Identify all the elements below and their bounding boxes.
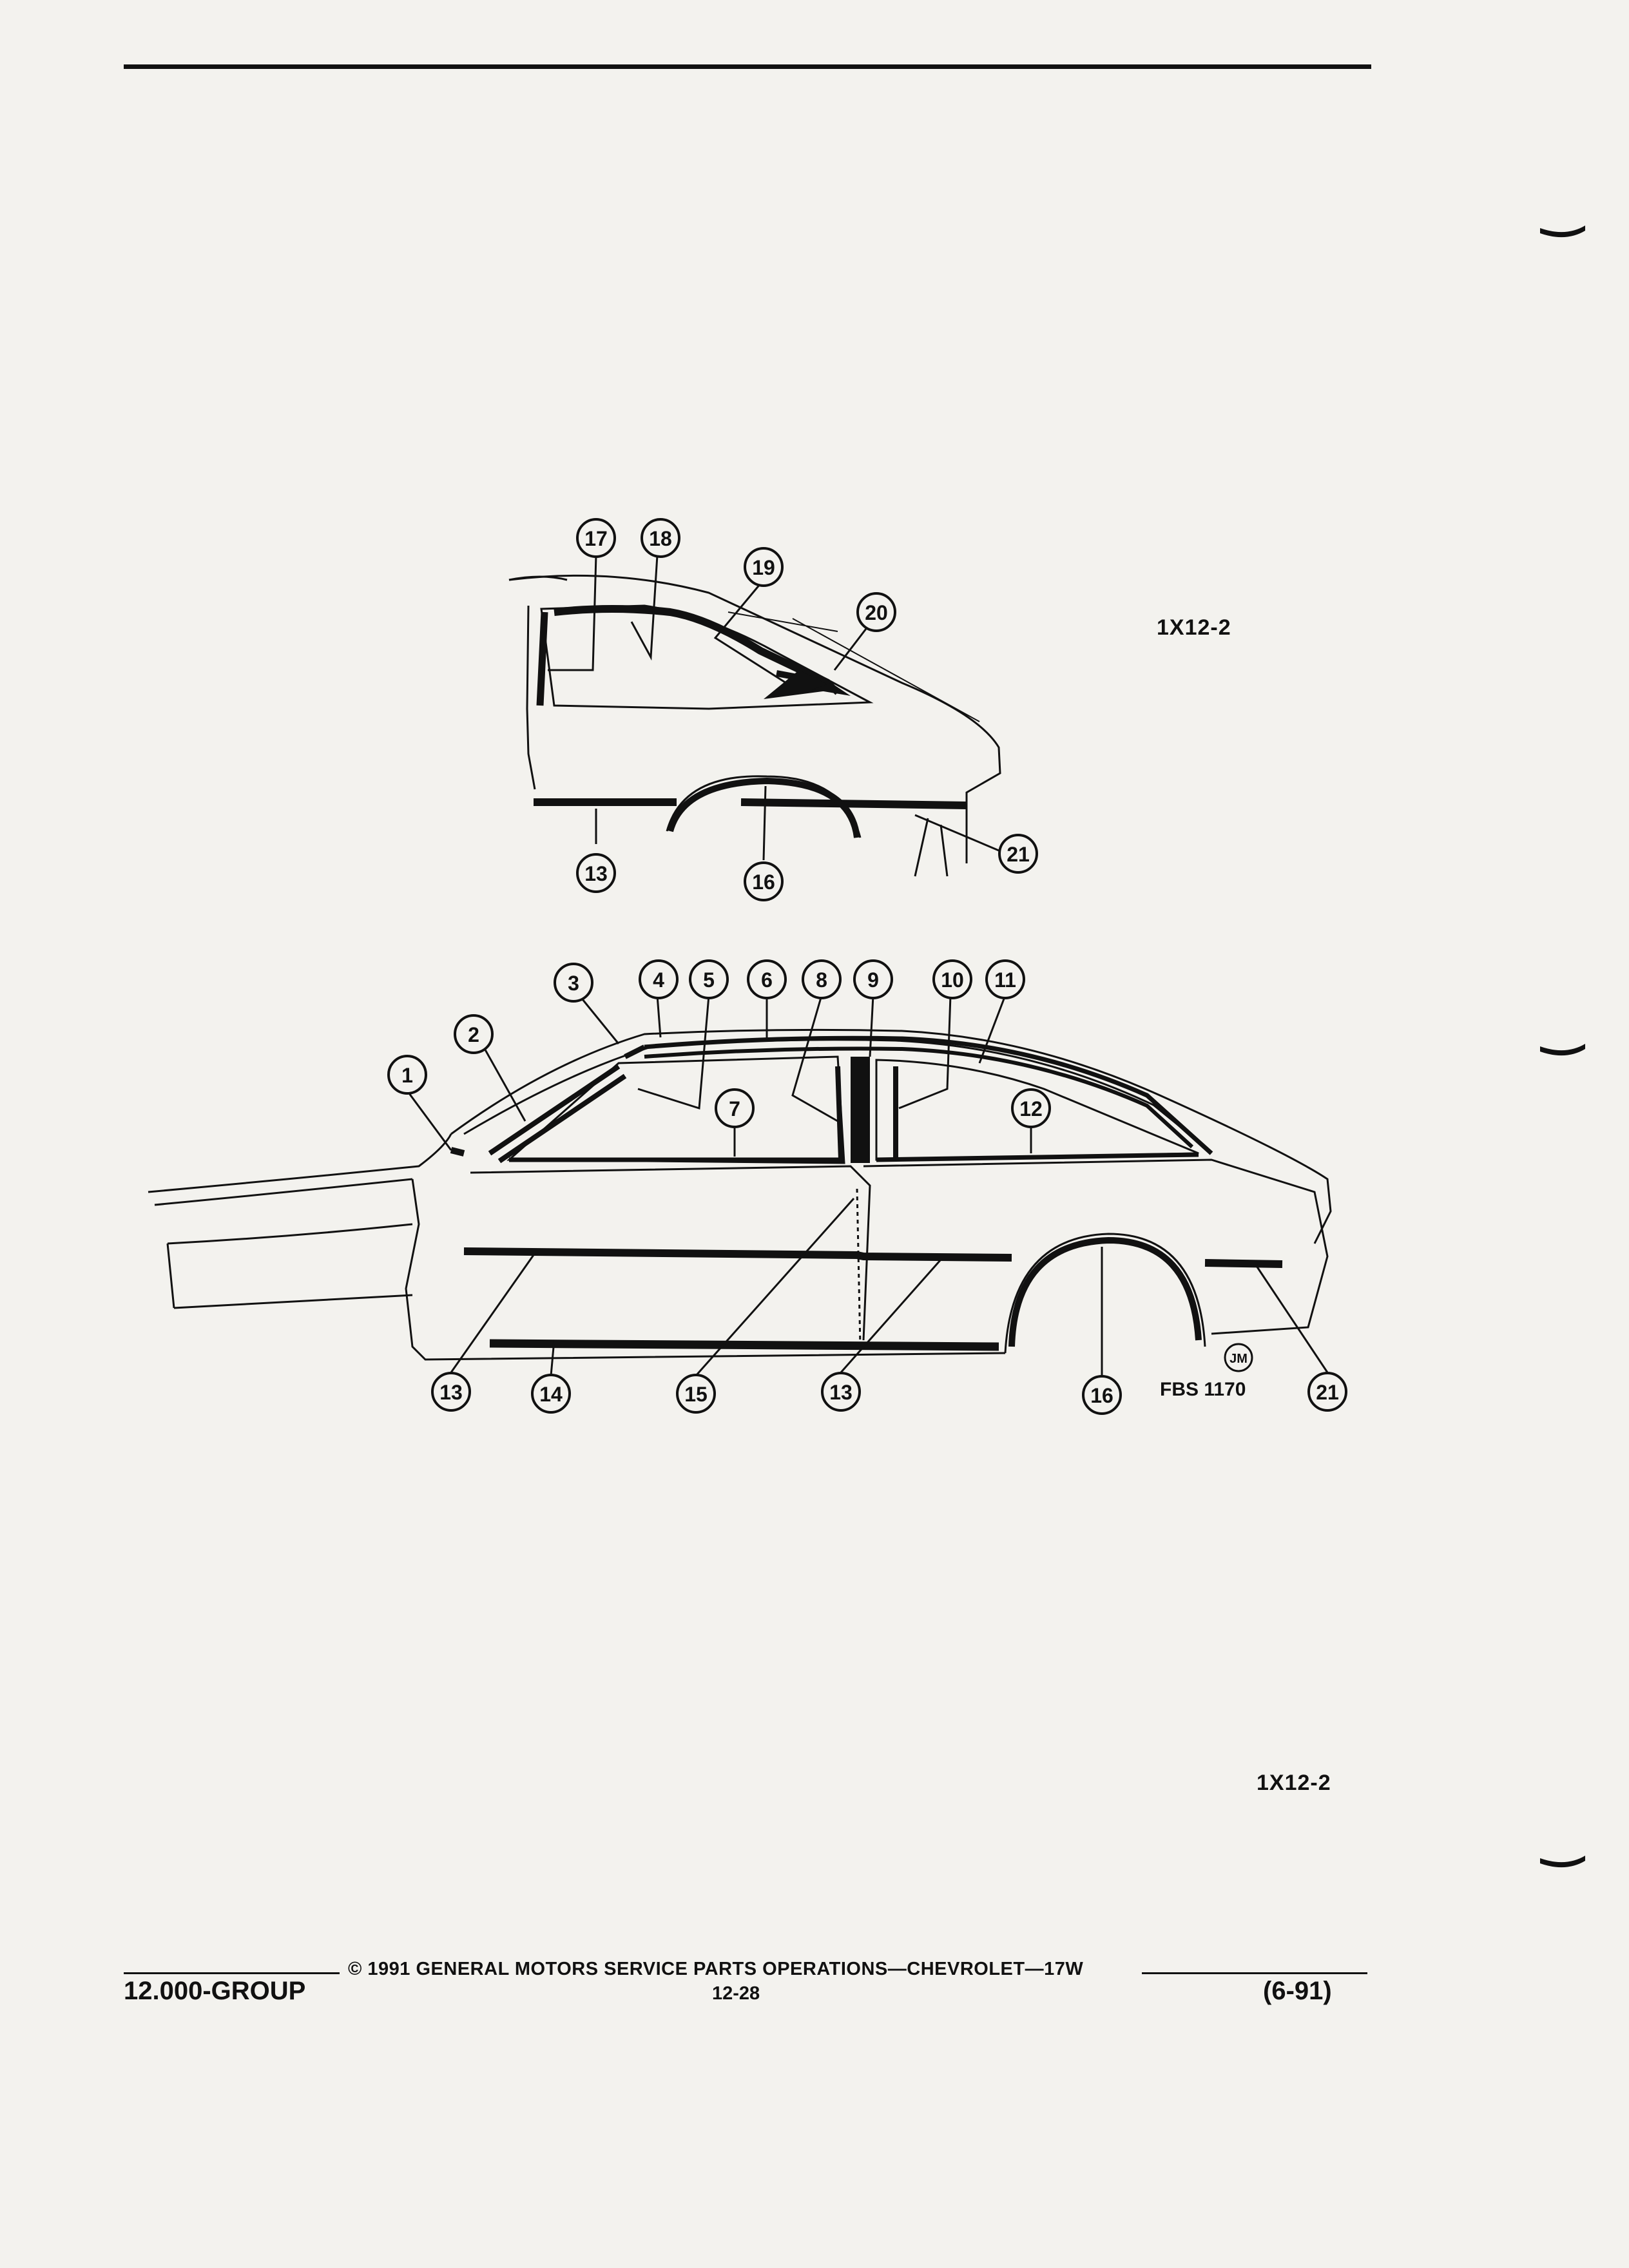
svg-text:19: 19	[752, 556, 775, 579]
callout-13-top: 13	[576, 853, 616, 893]
callout-11: 11	[985, 959, 1025, 999]
top-roof-line	[508, 574, 1001, 809]
molding-6	[644, 1035, 1213, 1155]
molding-19-filled	[764, 670, 838, 699]
callout-16-main: 16	[1082, 1375, 1122, 1415]
molding-17-vertical	[536, 611, 548, 706]
callout-17: 17	[576, 518, 616, 558]
footer-rule-right	[1142, 1972, 1367, 1974]
callout-16-top: 16	[744, 861, 784, 901]
svg-text:21: 21	[1007, 843, 1030, 866]
svg-text:1: 1	[401, 1064, 413, 1087]
callout-12: 12	[1011, 1088, 1051, 1128]
svg-text:7: 7	[729, 1097, 740, 1120]
callout-14: 14	[531, 1374, 571, 1414]
svg-text:17: 17	[584, 527, 608, 550]
molding-16-main	[1008, 1236, 1202, 1347]
svg-text:16: 16	[752, 870, 775, 894]
callout-21-top: 21	[998, 834, 1038, 874]
rear-wheel-opening	[1004, 1233, 1206, 1354]
figure-ref-top: 1X12-2	[1157, 615, 1231, 640]
svg-text:2: 2	[468, 1023, 479, 1046]
svg-text:20: 20	[865, 601, 888, 624]
callout-3: 3	[554, 963, 593, 1003]
svg-text:11: 11	[994, 968, 1016, 992]
footer-page-number: 12-28	[712, 1983, 760, 2004]
callout-6: 6	[747, 959, 787, 999]
callout-8: 8	[802, 959, 842, 999]
binder-tab-mark	[1540, 1044, 1585, 1056]
binder-tab-mark	[1540, 226, 1585, 238]
fbs-code: FBS 1170	[1160, 1379, 1246, 1400]
callout-5: 5	[689, 959, 729, 999]
svg-text:15: 15	[684, 1383, 708, 1406]
molding-16-top	[667, 777, 860, 838]
svg-text:4: 4	[653, 968, 664, 992]
callout-21-main: 21	[1307, 1372, 1347, 1412]
molding-9-pillar	[851, 1057, 870, 1163]
callout-2: 2	[454, 1014, 494, 1054]
svg-text:13: 13	[829, 1381, 853, 1404]
callout-7: 7	[715, 1088, 755, 1128]
molding-17-18	[554, 605, 830, 687]
svg-text:14: 14	[539, 1383, 563, 1406]
callout-13-front: 13	[431, 1372, 471, 1412]
svg-text:10: 10	[941, 968, 964, 992]
callout-15: 15	[676, 1374, 716, 1414]
callout-20: 20	[856, 592, 896, 632]
footer-rule-left	[124, 1972, 340, 1974]
footer-group: 12.000-GROUP	[124, 1977, 306, 2005]
svg-text:9: 9	[867, 968, 879, 992]
svg-text:JM: JM	[1229, 1352, 1248, 1366]
figure-ref-bottom: 1X12-2	[1257, 1771, 1331, 1795]
jm-stamp: JM	[1224, 1343, 1253, 1372]
top-rule	[124, 64, 1371, 69]
callout-4: 4	[639, 959, 679, 999]
svg-text:12: 12	[1019, 1097, 1043, 1120]
callout-10: 10	[932, 959, 972, 999]
binder-tab-mark	[1540, 1856, 1585, 1868]
svg-text:21: 21	[1316, 1381, 1339, 1404]
molding-13-main	[463, 1247, 1012, 1262]
molding-8	[835, 1066, 843, 1160]
svg-text:18: 18	[649, 527, 672, 550]
footer-copyright: © 1991 GENERAL MOTORS SERVICE PARTS OPER…	[348, 1959, 1084, 1979]
svg-text:16: 16	[1090, 1384, 1113, 1407]
molding-13-top	[534, 798, 967, 809]
molding-12	[876, 1152, 1199, 1162]
svg-text:5: 5	[703, 968, 715, 992]
molding-2	[488, 1064, 627, 1164]
callout-19: 19	[744, 547, 784, 587]
callout-9: 9	[853, 959, 893, 999]
svg-text:6: 6	[761, 968, 773, 992]
svg-text:13: 13	[584, 862, 608, 885]
callout-13-rear: 13	[821, 1372, 861, 1412]
molding-14	[489, 1339, 999, 1351]
footer-revision-date: (6-91)	[1263, 1977, 1332, 2005]
roof-line	[450, 1028, 1332, 1244]
callout-1: 1	[387, 1055, 427, 1095]
rear-quarter-window	[875, 1059, 1199, 1161]
front-door-window	[506, 1055, 845, 1164]
svg-text:13: 13	[439, 1381, 463, 1404]
callout-18: 18	[641, 518, 680, 558]
svg-text:8: 8	[816, 968, 827, 992]
svg-text:3: 3	[568, 972, 579, 995]
